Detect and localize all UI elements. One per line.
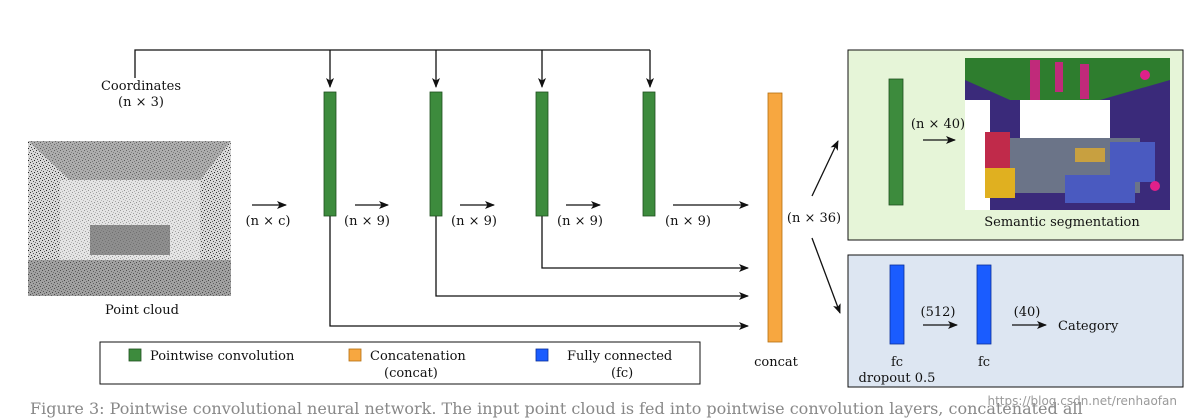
conv1-dim-label: (n × 9) bbox=[344, 214, 390, 229]
figure-caption-text: Figure 3: Pointwise convolutional neural… bbox=[30, 400, 1083, 418]
conv4-dim-label: (n × 9) bbox=[665, 214, 711, 229]
conv2-dim-label: (n × 9) bbox=[451, 214, 497, 229]
legend-concat-label: Concatenation bbox=[370, 349, 466, 364]
fc2-dim-label: (40) bbox=[1014, 305, 1041, 320]
legend-conv-label: Pointwise convolution bbox=[150, 349, 295, 364]
fc1-dropout-label: dropout 0.5 bbox=[859, 371, 936, 386]
figure-caption: Figure 3: Pointwise convolutional neural… bbox=[0, 400, 1195, 418]
legend-fc-label: Fully connected bbox=[567, 349, 672, 364]
to-classification-arrow bbox=[811, 237, 841, 314]
legend-fc-swatch bbox=[535, 348, 549, 362]
coordinates-dim-label: (n × 3) bbox=[118, 95, 164, 110]
segmentation-panel: (n × 40) Semantic segmentation bbox=[847, 49, 1184, 241]
fc1-label: fc bbox=[891, 355, 903, 370]
concat-label: concat bbox=[754, 355, 799, 370]
skip-connections bbox=[329, 216, 749, 330]
fc-layer-2 bbox=[976, 264, 992, 345]
to-segmentation-arrow bbox=[811, 140, 839, 197]
segmentation-label: Semantic segmentation bbox=[984, 215, 1140, 230]
watermark: https://blog.csdn.net/renhaofan bbox=[987, 394, 1177, 408]
conv-layer-4 bbox=[642, 91, 656, 217]
segmentation-image bbox=[965, 58, 1170, 210]
conv-layer-1 bbox=[323, 91, 337, 217]
coordinates-branch bbox=[134, 49, 654, 88]
classification-panel: (512) (40) Category fc dropout 0.5 fc bbox=[847, 254, 1184, 388]
legend-fc-sublabel: (fc) bbox=[611, 366, 633, 381]
seg-dim-label: (n × 40) bbox=[911, 117, 965, 132]
concat-dim-label: (n × 36) bbox=[787, 211, 841, 226]
coordinates-label: Coordinates bbox=[101, 79, 181, 94]
legend-conv-swatch bbox=[128, 348, 142, 362]
concat-block bbox=[767, 92, 783, 343]
point-cloud-label: Point cloud bbox=[105, 303, 179, 318]
conv3-dim-label: (n × 9) bbox=[557, 214, 603, 229]
fc2-label: fc bbox=[978, 355, 990, 370]
seg-conv-layer bbox=[888, 78, 904, 206]
legend-concat-sublabel: (concat) bbox=[384, 366, 438, 381]
category-label: Category bbox=[1058, 319, 1119, 334]
point-cloud-image bbox=[28, 141, 231, 296]
fc1-dim-label: (512) bbox=[921, 305, 956, 320]
conv-layer-3 bbox=[535, 91, 549, 217]
legend: Pointwise convolution Concatenation (con… bbox=[99, 341, 701, 385]
conv-layer-2 bbox=[429, 91, 443, 217]
fc-layer-1 bbox=[889, 264, 905, 345]
input-dim-label: (n × c) bbox=[246, 214, 291, 229]
legend-concat-swatch bbox=[348, 348, 362, 362]
